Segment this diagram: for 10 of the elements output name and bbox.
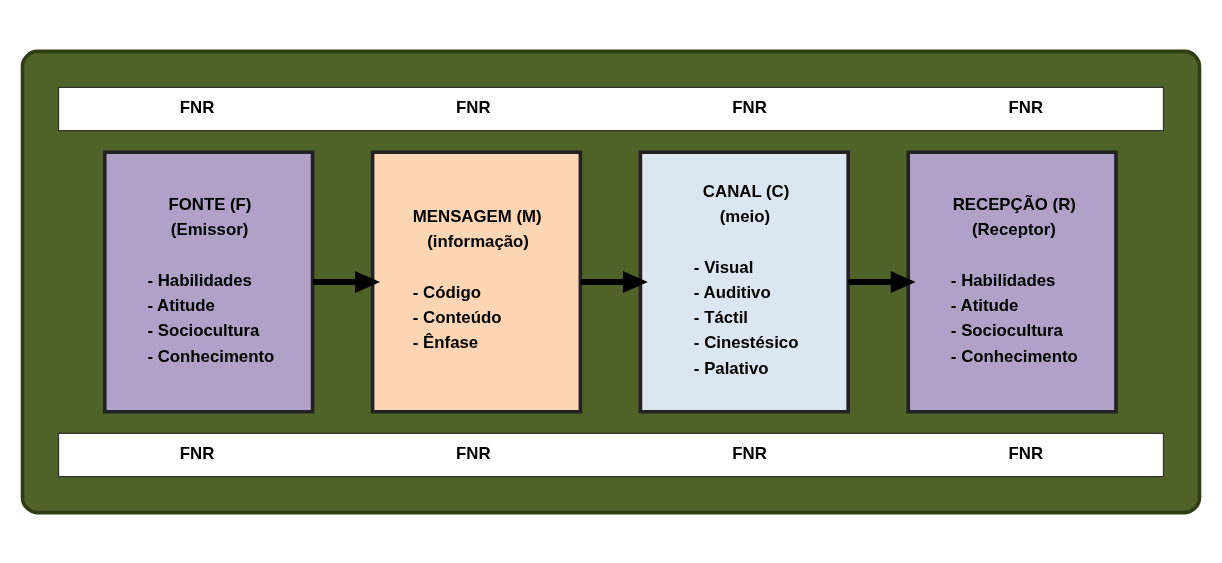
node-box: RECEPÇÃO (R) (Receptor) - Habilidades - Atitude - Sociocultura - Conhecimento (906, 150, 1118, 413)
node-box: FNR FNR FNR FNR (57, 432, 1165, 477)
arrow (848, 270, 916, 293)
node-box: FNR FNR FNR FNR (57, 86, 1165, 131)
arrow (580, 270, 648, 293)
node-box: MENSAGEM (M) (informação) - Código - Conteúdo - Ênfase (370, 150, 583, 413)
arrow (312, 270, 381, 293)
cluster (20, 49, 1202, 514)
node-box: CANAL (C) (meio) - Visual - Auditivo - Táctil - Cinestésico - Palativo (638, 150, 850, 413)
node-box: FONTE (F) (Emissor) - Habilidades - Atitude - Sociocultura - Conhecimento (103, 150, 315, 413)
